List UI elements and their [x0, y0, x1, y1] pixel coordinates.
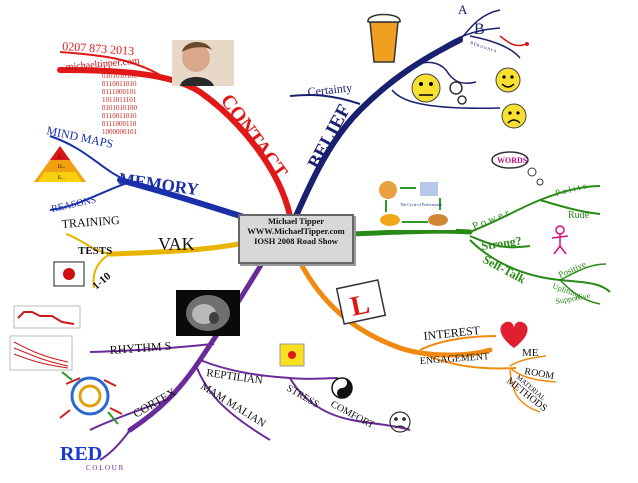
supportive-label: Supportive [555, 291, 592, 306]
power-branch: P o w e r P o l i t e Rude Strong? Self-… [349, 151, 611, 306]
contact-phone: 0207 873 2013 [62, 39, 135, 58]
rhythm-graph-thumbnail [9, 335, 73, 371]
memory-branch: MEMORY MIND MAPS REASONS C... D... E... [34, 123, 263, 225]
center-event: IOSH 2008 Road Show [254, 236, 338, 246]
certainty-label: Certainty [307, 80, 353, 99]
words-label: WORDS [497, 156, 528, 165]
binary-line: 1011011101 [102, 96, 137, 104]
cortex-label: CORTEX [131, 385, 179, 421]
pyramid-label: C... [58, 155, 65, 160]
binary-line: 1000000101 [102, 128, 138, 136]
contact-label: CONTACT [216, 90, 292, 183]
portrait-photo [172, 40, 234, 86]
pyramid-label: E... [58, 176, 65, 181]
me-label: ME [522, 347, 539, 359]
beer-glass-icon [367, 13, 401, 63]
tests-label: TESTS [78, 245, 112, 257]
heart-icon [500, 321, 528, 348]
words-speech-bubble: WORDS [491, 151, 544, 186]
engagement-label: ENGAGEMENT [419, 351, 489, 367]
neutral-face-icon [411, 73, 441, 103]
japan-flag-icon [53, 261, 85, 287]
binary-line: 0110011010 [102, 80, 137, 88]
reptilian-label: REPTILIAN [206, 367, 264, 387]
binary-line: 0111000101 [102, 88, 137, 96]
power-label: P o w e r [471, 207, 512, 233]
performance-cycle-diagram: The Cycle of Performance [374, 178, 456, 230]
memory-label: MEMORY [117, 169, 199, 199]
colour-label: C O L O U R [86, 464, 124, 472]
sad-face-icon [501, 103, 527, 129]
pyramid-label: D... [58, 165, 65, 170]
binary-block: 0101010100 0110011010 0111000101 1011011… [102, 72, 138, 136]
positive-label: Positive [557, 259, 588, 280]
rhythm-chart-thumbnail [13, 305, 81, 329]
yin-yang-icon [331, 377, 353, 399]
colorful-brain-doodle [59, 371, 123, 425]
binary-line: 0101010100 [102, 104, 138, 112]
room-label: ROOM [523, 366, 555, 382]
worried-face-icon [389, 411, 411, 433]
red-label: RED [60, 443, 102, 465]
cycle-label: The Cycle of Performance [400, 202, 443, 207]
center-name: Michael Tipper [267, 216, 325, 226]
rhythms-label: RHYTHM S [109, 339, 172, 357]
l-plate-sign: L [335, 279, 387, 325]
interest-label: INTEREST [423, 323, 481, 343]
letter-b: B [474, 21, 485, 38]
thought-bubble [457, 95, 467, 105]
happy-face-icon [495, 67, 521, 93]
letter-a: A [458, 2, 468, 17]
polite-label: P o l i t e [554, 181, 587, 198]
training-label: TRAINING [61, 213, 120, 231]
stress-label: STRESS [285, 383, 321, 410]
selftalk-label: Self-Talk [481, 252, 529, 286]
binary-line: 0101010100 [102, 72, 138, 80]
belief-small-text: 8 (/n o o n r a [469, 41, 497, 54]
belief-label: BELIEF [304, 101, 355, 172]
center-url: WWW.MichaelTipper.com [247, 226, 345, 236]
strong-label: Strong? [480, 233, 522, 252]
vak-label: VAK [158, 234, 195, 254]
rude-label: Rude [568, 210, 590, 221]
center-node: Michael Tipper WWW.MichaelTipper.com IOS… [238, 214, 354, 264]
stick-figure-icon [551, 225, 569, 255]
binary-line: 0111000110 [102, 120, 137, 128]
mammalian-label: MAM MALIAN [198, 380, 267, 430]
brain-scan-image [176, 290, 240, 336]
red-dot-icon [279, 343, 305, 367]
memory-pyramid: C... D... E... [34, 146, 86, 182]
thought-bubble [449, 81, 463, 95]
red-arrow [499, 35, 527, 47]
reasons-label: REASONS [50, 195, 97, 215]
vak-branch: VAK TRAINING TESTS 1-10 [53, 213, 253, 292]
binary-line: 0110011010 [102, 112, 137, 120]
